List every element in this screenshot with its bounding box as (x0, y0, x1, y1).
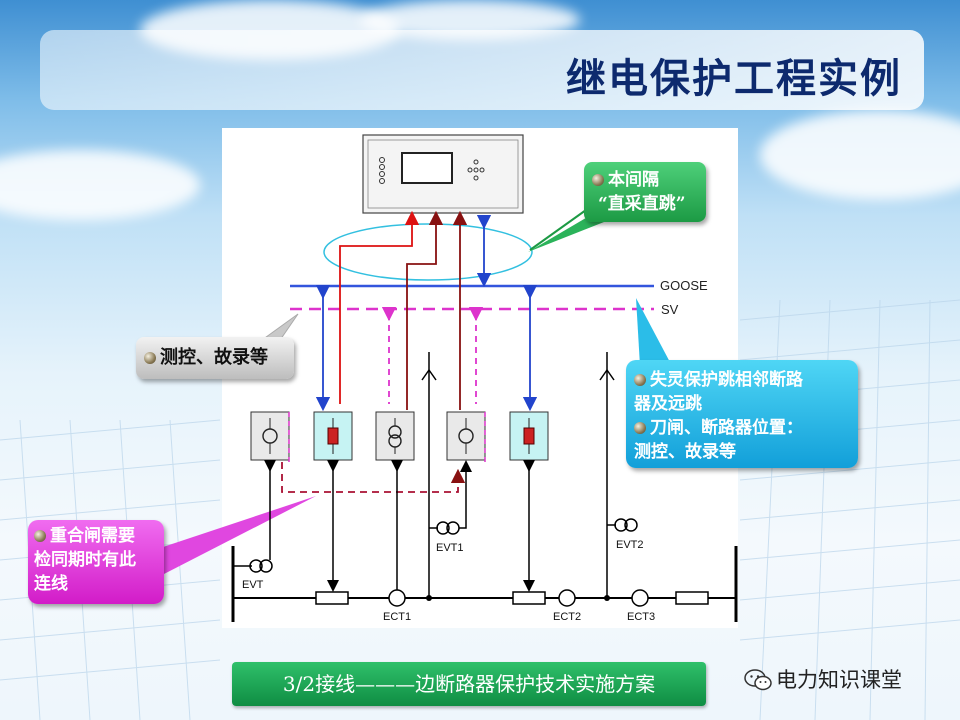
callout-green-line2: “直采直跳” (598, 194, 686, 214)
merging-unit-ct (375, 411, 415, 461)
evt1-label: EVT1 (436, 542, 464, 554)
brand-watermark: 电力知识课堂 (744, 664, 902, 694)
evt-label: EVT (242, 579, 264, 591)
green-callout-tail (528, 212, 604, 252)
ect2 (558, 589, 576, 607)
direct-sample-line (406, 210, 444, 410)
evt: EVT (233, 460, 276, 591)
merging-unit-vt (250, 411, 290, 461)
callout-breaker-failure: 失灵保护跳相邻断路 器及远跳 刀闸、断路器位置： 测控、故录等 (626, 360, 858, 468)
bullet-icon (592, 174, 604, 186)
wechat-icon (744, 669, 772, 691)
callout-direct-sampling: 本间隔 “直采直跳” (584, 162, 706, 222)
breaker-2 (512, 591, 546, 605)
breaker-3 (675, 591, 709, 605)
bullet-icon (144, 352, 156, 364)
brand-text: 电力知识课堂 (776, 668, 902, 692)
callout-magenta-line2: 检同期时有此 (34, 550, 136, 570)
merging-unit-vt1 (446, 411, 486, 461)
ect2-label: ECT2 (553, 611, 581, 623)
callout-measurement: 测控、故录等 (136, 337, 294, 379)
evt1-coil (436, 521, 450, 535)
callout-reclose-sync: 重合闸需要 检同期时有此 连线 (28, 520, 164, 604)
ect3 (631, 589, 649, 607)
intelligent-terminal-2 (509, 411, 549, 461)
sv-label: SV (661, 302, 679, 317)
magenta-callout-tail (160, 496, 316, 574)
goose-label: GOOSE (660, 278, 708, 293)
protection-device (362, 134, 524, 214)
callout-cyan-line4: 测控、故录等 (634, 442, 736, 462)
cyan-callout-tail (636, 298, 672, 366)
callout-cyan-line2: 器及远跳 (634, 394, 702, 414)
evt2-label: EVT2 (616, 539, 644, 551)
sync-check-line (281, 462, 466, 493)
cloud (0, 150, 200, 220)
direct-trip-line (339, 210, 420, 404)
slide-caption: 3/2接线———边断路器保护技术实施方案 (232, 662, 706, 706)
callout-magenta-line1: 重合闸需要 (50, 526, 135, 546)
title-bar (40, 30, 924, 110)
bullet-icon (634, 422, 646, 434)
callout-green-line1: 本间隔 (608, 170, 659, 190)
junction-dot (604, 595, 610, 601)
direct-link-ellipse (323, 223, 533, 281)
callout-cyan-line1: 失灵保护跳相邻断路 (650, 370, 803, 390)
callout-gray-text: 测控、故录等 (160, 347, 268, 368)
bullet-icon (34, 530, 46, 542)
callout-cyan-line3: 刀闸、断路器位置： (650, 418, 803, 438)
bullet-icon (634, 374, 646, 386)
evt2-coil (614, 518, 628, 532)
intelligent-terminal (313, 411, 353, 461)
slide-title: 继电保护工程实例 (566, 56, 902, 102)
ect1 (388, 589, 406, 607)
ect3-label: ECT3 (627, 611, 655, 623)
evt2-coil (624, 518, 638, 532)
feeder-1-arrow (421, 368, 437, 381)
callout-magenta-line3: 连线 (34, 574, 68, 594)
evt1-link (459, 460, 472, 529)
junction-dot (426, 595, 432, 601)
ect1-label: ECT1 (383, 611, 411, 623)
breaker-1 (315, 591, 349, 605)
feeder-2-arrow (599, 368, 615, 381)
cloud (760, 110, 960, 200)
